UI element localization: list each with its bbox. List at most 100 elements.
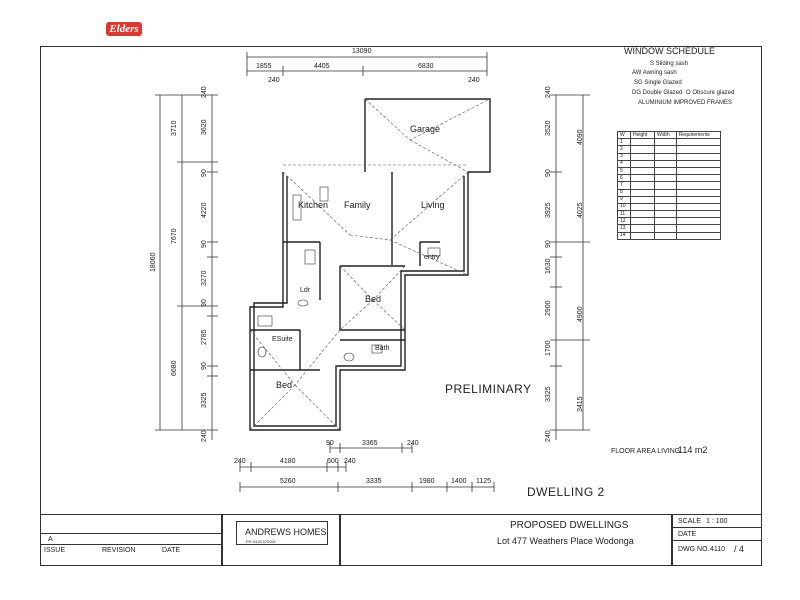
table-row: 12 <box>617 217 722 226</box>
dim-left-inner-1: 240 <box>201 86 208 98</box>
info-divider <box>672 540 762 541</box>
dim-bottom-r1-2: 3365 <box>362 440 378 447</box>
dim-right-outer-2: 4025 <box>577 202 584 218</box>
revision-date-label: DATE <box>162 547 181 554</box>
table-row: 14 <box>617 231 722 240</box>
table-row: 1 <box>617 138 722 147</box>
dim-right-inner-9: 3325 <box>545 386 552 402</box>
dim-top-1: 1855 <box>256 63 272 70</box>
floor-area-label: FLOOR AREA LIVING <box>611 448 681 455</box>
dim-bottom-r2-3: 600 <box>327 458 339 465</box>
date-label: DATE <box>678 531 697 538</box>
company-name: ANDREWS HOMES <box>245 527 327 537</box>
dim-bottom-r2-2: 4180 <box>280 458 296 465</box>
window-schedule-title: WINDOW SCHEDULE <box>624 46 716 56</box>
row-number: 12 <box>617 217 631 226</box>
room-label-garage: Garage <box>410 124 441 134</box>
row-number: 11 <box>617 210 631 219</box>
dim-bottom-r2-1: 240 <box>234 458 246 465</box>
row-number: 13 <box>617 224 631 233</box>
dim-right-outer-1: 4090 <box>577 129 584 145</box>
window-schedule-table: W Height Width Requirements 1 2 3 4 5 6 … <box>617 130 722 240</box>
table-row: 13 <box>617 224 722 233</box>
col-w: W <box>617 130 631 140</box>
issue-label: ISSUE <box>44 547 66 554</box>
row-number: 14 <box>617 231 631 240</box>
dim-left-inner-6: 3270 <box>201 270 208 286</box>
dim-right-inner-8: 1700 <box>545 340 552 356</box>
col-requirements: Requirements <box>675 130 722 140</box>
table-row: 3 <box>617 152 722 161</box>
dim-right-inner-10: 240 <box>545 430 552 442</box>
dim-bottom-r1-1: 90 <box>326 440 334 447</box>
dim-bottom-r2-4: 240 <box>344 458 356 465</box>
revision-divider <box>40 533 222 534</box>
table-row: 8 <box>617 188 722 197</box>
room-label-entry: entry <box>424 254 440 261</box>
revision-divider <box>40 544 222 545</box>
col-height: Height <box>629 130 655 140</box>
preliminary-stamp: PRELIMINARY <box>445 382 532 396</box>
dim-top-3: 6830 <box>418 63 434 70</box>
dim-right-outer-4: 3415 <box>577 396 584 412</box>
table-row: 2 <box>617 145 722 154</box>
dim-top-240-right: 240 <box>468 77 480 84</box>
dim-bottom-r3-5: 1125 <box>476 478 492 485</box>
row-number: 6 <box>617 174 631 183</box>
dim-left-outer-3: 6680 <box>171 360 178 376</box>
col-width: Width <box>653 130 677 140</box>
room-label-family: Family <box>344 200 371 210</box>
room-label-bed-2: Bed <box>276 380 293 390</box>
revision-a: A <box>48 536 53 543</box>
ws-legend-obscure: O Obscure glazed <box>686 90 735 96</box>
floor-area-value: 114 m2 <box>678 445 708 455</box>
dim-right-outer-3: 4900 <box>577 306 584 322</box>
table-row: 6 <box>617 174 722 183</box>
ws-legend-double: DG Double Glazed <box>632 90 683 96</box>
dim-right-inner-6: 1630 <box>545 258 552 274</box>
dim-right-inner-5: 90 <box>545 240 552 248</box>
dim-top-2: 4405 <box>314 63 330 70</box>
dim-right-inner-1: 240 <box>545 86 552 98</box>
row-number: 2 <box>617 145 631 154</box>
dim-top-240-left: 240 <box>268 77 280 84</box>
room-label-bed-1: Bed <box>365 294 382 304</box>
project-block <box>340 514 672 566</box>
row-number: 4 <box>617 159 631 168</box>
ws-legend-sliding: S Sliding sash <box>650 61 689 67</box>
drawing-number-value: 4110 <box>710 546 726 553</box>
info-divider <box>672 527 762 528</box>
elders-logo: Elders <box>106 22 142 36</box>
row-number: 5 <box>617 166 631 176</box>
dim-left-outer-1: 3710 <box>171 120 178 136</box>
room-label-bath: Bath <box>375 345 390 352</box>
scale-value: 1 : 100 <box>706 518 728 525</box>
company-phone: PH 0418 572001 <box>246 539 277 544</box>
dim-right-inner-4: 3925 <box>545 202 552 218</box>
project-title: PROPOSED DWELLINGS <box>510 520 629 531</box>
table-row: 10 <box>617 202 722 212</box>
dim-left-inner-9: 90 <box>201 362 208 370</box>
row-number: 9 <box>617 195 631 204</box>
sheet-number: / 4 <box>734 544 745 554</box>
dim-overall-depth: 18060 <box>150 252 157 272</box>
dim-bottom-r3-1: 5260 <box>280 478 296 485</box>
dim-left-outer-2: 7670 <box>171 228 178 244</box>
dim-right-inner-2: 3520 <box>545 120 552 136</box>
ws-legend-awning: AW Awning sash <box>632 70 677 76</box>
dim-left-inner-4: 4220 <box>201 202 208 218</box>
ws-legend-frames: ALUMINIUM IMPROVED FRAMES <box>638 100 733 106</box>
dim-left-inner-8: 2785 <box>201 329 208 345</box>
company-name-box <box>236 521 328 545</box>
table-header-row: W Height Width Requirements <box>617 130 722 140</box>
dim-left-inner-10: 3325 <box>201 392 208 408</box>
room-label-ensuite: ESuite <box>272 336 293 343</box>
drawing-number-label: DWG NO. <box>678 546 710 553</box>
scale-label: SCALE <box>678 518 701 525</box>
dim-bottom-r3-4: 1400 <box>451 478 467 485</box>
revision-block <box>40 514 222 566</box>
room-label-living: Living <box>421 200 445 210</box>
dim-left-inner-7: 90 <box>201 299 208 307</box>
project-address: Lot 477 Weathers Place Wodonga <box>497 536 634 546</box>
